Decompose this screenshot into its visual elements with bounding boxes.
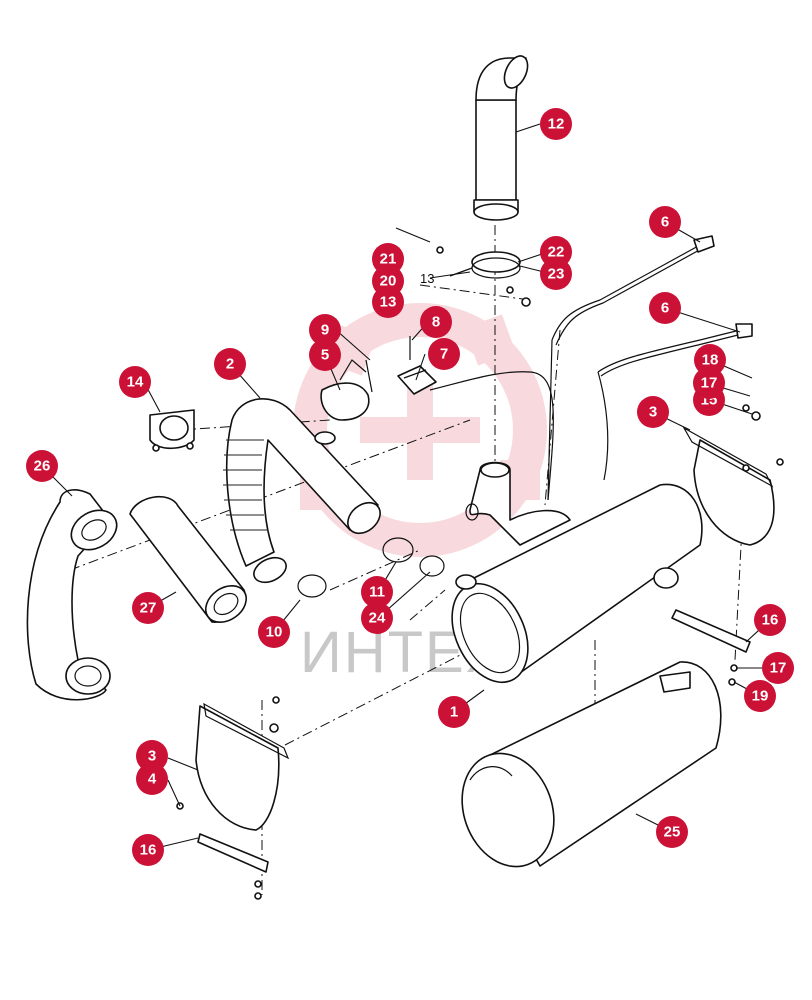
- callout-1: 1: [438, 696, 470, 728]
- callout-18: 18: [694, 344, 726, 376]
- svg-text:14: 14: [127, 374, 144, 391]
- muffler: [451, 461, 703, 684]
- callout-26: 26: [26, 450, 58, 482]
- elbow-pipe: [26, 489, 118, 701]
- hose-clamps: [297, 537, 445, 598]
- callout-19: 19: [744, 680, 776, 712]
- heat-shield: [461, 661, 722, 868]
- callout-25: 25: [656, 816, 688, 848]
- svg-text:10: 10: [266, 624, 283, 641]
- svg-text:26: 26: [34, 458, 51, 475]
- sensor-cables: [429, 235, 753, 501]
- callout-8: 8: [420, 306, 452, 338]
- callout-5: 5: [309, 339, 341, 371]
- callout-11: 11: [361, 576, 393, 608]
- svg-text:12: 12: [548, 116, 565, 133]
- callout-2: 2: [214, 348, 246, 380]
- callout-6-top: 6: [649, 206, 681, 238]
- flex-pipe-elbow: [223, 398, 381, 584]
- svg-text:19: 19: [752, 688, 769, 705]
- svg-text:8: 8: [432, 314, 440, 331]
- svg-text:17: 17: [770, 660, 787, 677]
- svg-text:22: 22: [548, 244, 565, 261]
- callout-17-lower: 17: [762, 652, 794, 684]
- callout-16-left: 16: [132, 834, 164, 866]
- callout-24: 24: [361, 602, 393, 634]
- support-straps: [197, 609, 751, 900]
- svg-text:4: 4: [148, 771, 157, 788]
- exhaust-stack: [473, 55, 529, 221]
- svg-text:5: 5: [321, 347, 329, 364]
- straight-pipe: [129, 496, 248, 623]
- pipe-bracket: [149, 409, 195, 452]
- callout-14: 14: [119, 366, 151, 398]
- callout-17-upper: 17: [693, 367, 725, 399]
- svg-text:16: 16: [762, 612, 779, 629]
- callout-23: 23: [540, 258, 572, 290]
- svg-text:3: 3: [148, 748, 156, 765]
- svg-text:17: 17: [701, 375, 718, 392]
- callout-20: 20: [372, 265, 404, 297]
- sensor-assembly: [320, 336, 437, 421]
- svg-text:16: 16: [140, 842, 157, 859]
- svg-text:3: 3: [649, 404, 657, 421]
- svg-text:24: 24: [369, 610, 386, 627]
- svg-text:20: 20: [380, 273, 397, 290]
- center-lines: [69, 225, 746, 895]
- callout-6-bottom: 6: [649, 292, 681, 324]
- callout-9: 9: [309, 314, 341, 346]
- svg-text:13: 13: [380, 294, 397, 311]
- callout-4: 4: [136, 763, 168, 795]
- svg-text:11: 11: [369, 584, 385, 601]
- svg-text:1: 1: [450, 704, 458, 721]
- svg-text:2: 2: [226, 356, 234, 373]
- svg-text:23: 23: [548, 266, 565, 283]
- label-13-plain: 13: [420, 271, 434, 286]
- svg-text:9: 9: [321, 322, 329, 339]
- callout-27: 27: [132, 592, 164, 624]
- svg-text:18: 18: [702, 352, 719, 369]
- right-mount-bracket: [682, 404, 784, 546]
- svg-text:25: 25: [664, 824, 681, 841]
- svg-text:6: 6: [661, 214, 669, 231]
- svg-text:27: 27: [140, 600, 157, 617]
- callout-16-right: 16: [754, 604, 786, 636]
- callout-21: 21: [372, 243, 404, 275]
- callout-3-right: 3: [637, 396, 669, 428]
- left-mount-bracket: [176, 696, 290, 831]
- stack-clamp: [395, 227, 531, 307]
- callout-3-left: 3: [136, 740, 168, 772]
- callout-10: 10: [258, 616, 290, 648]
- svg-text:7: 7: [440, 346, 448, 363]
- svg-text:21: 21: [380, 251, 397, 268]
- callout-7: 7: [428, 338, 460, 370]
- callout-22: 22: [540, 236, 572, 268]
- svg-text:6: 6: [661, 300, 669, 317]
- callout-12: 12: [540, 108, 572, 140]
